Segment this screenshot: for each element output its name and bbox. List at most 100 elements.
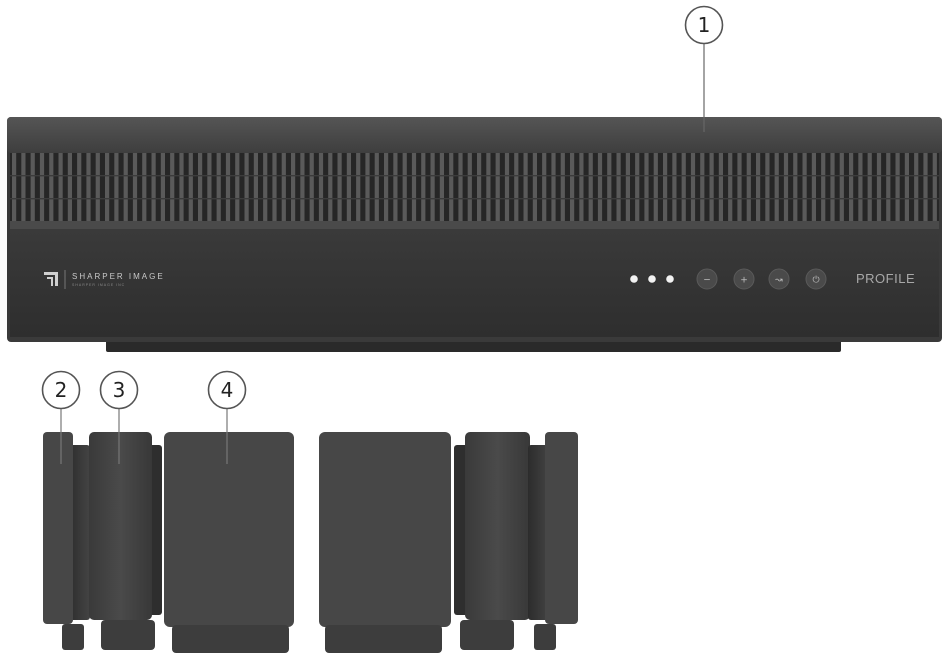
grille-slat bbox=[402, 153, 407, 221]
grille-slat bbox=[923, 153, 928, 221]
grille-slat bbox=[328, 153, 333, 221]
grille-slat bbox=[309, 153, 314, 221]
foot-front-left bbox=[164, 432, 294, 653]
brand-name: SHARPER IMAGE bbox=[72, 272, 165, 281]
plus-icon: + bbox=[740, 276, 748, 286]
grille-slat bbox=[737, 153, 742, 221]
foot-angled-left bbox=[89, 432, 162, 650]
grille-slat bbox=[337, 153, 342, 221]
grille-slat bbox=[663, 153, 668, 221]
grille-slat bbox=[67, 153, 72, 221]
grille-slat bbox=[58, 153, 63, 221]
grille-slat bbox=[142, 153, 147, 221]
grille-slat bbox=[179, 153, 184, 221]
grille-slat bbox=[523, 153, 528, 221]
callout-2: 2 bbox=[41, 370, 81, 464]
grille-slat bbox=[867, 153, 872, 221]
grille-slat bbox=[570, 153, 575, 221]
grille-slat bbox=[932, 153, 937, 221]
foot-front-right bbox=[319, 432, 451, 653]
grille-slat bbox=[188, 153, 193, 221]
power-button[interactable]: ⏻ bbox=[805, 268, 827, 290]
minus-button[interactable]: − bbox=[696, 268, 718, 290]
model-label: PROFILE bbox=[856, 271, 915, 286]
grille-slat bbox=[170, 153, 175, 221]
grille-slat bbox=[681, 153, 686, 221]
grille-slat bbox=[244, 153, 249, 221]
grille-slat bbox=[151, 153, 156, 221]
grille-slat bbox=[876, 153, 882, 221]
grille-slat bbox=[904, 153, 909, 221]
grille-slat bbox=[495, 153, 500, 221]
callout-1-circle bbox=[684, 5, 724, 45]
grille-slat bbox=[123, 153, 128, 221]
grille-slat bbox=[411, 153, 417, 221]
grille-lower-band bbox=[10, 221, 939, 229]
front-panel bbox=[10, 229, 939, 337]
grille-slat bbox=[272, 153, 277, 221]
callout-2-circle bbox=[41, 370, 81, 410]
grille-slat bbox=[690, 153, 696, 221]
grille-slat bbox=[421, 153, 426, 221]
grille-slat bbox=[700, 153, 705, 221]
grille-slat bbox=[597, 153, 603, 221]
grille-slat bbox=[504, 153, 510, 221]
power-icon: ⏻ bbox=[812, 275, 819, 286]
grille-slat bbox=[588, 153, 593, 221]
indicator-lights bbox=[630, 275, 674, 283]
feet-group bbox=[43, 432, 578, 653]
grille-slat bbox=[160, 153, 165, 221]
grille-slat bbox=[783, 153, 789, 221]
indicator-light bbox=[666, 275, 674, 283]
top-band bbox=[7, 117, 942, 153]
grille-slat bbox=[653, 153, 658, 221]
grille bbox=[10, 153, 939, 221]
foot-side-left bbox=[43, 432, 90, 650]
grille-slat bbox=[235, 153, 240, 221]
grille-slat bbox=[709, 153, 714, 221]
grille-slat bbox=[346, 153, 351, 221]
grille-slat bbox=[635, 153, 640, 221]
grille-slat bbox=[253, 153, 258, 221]
grille-slat bbox=[263, 153, 268, 221]
brand-logo: SHARPER IMAGE SHARPER IMAGE INC bbox=[44, 270, 165, 289]
foot-side-right bbox=[528, 432, 578, 650]
grille-slat bbox=[802, 153, 807, 221]
grille-slat bbox=[607, 153, 612, 221]
grille-slat bbox=[384, 153, 389, 221]
indicator-light bbox=[630, 275, 638, 283]
grille-slat bbox=[718, 153, 723, 221]
grille-slat bbox=[616, 153, 621, 221]
grille-slat bbox=[114, 153, 119, 221]
grille-slat bbox=[365, 153, 370, 221]
grille-slat bbox=[21, 153, 26, 221]
grille-divider bbox=[10, 175, 939, 177]
control-buttons: − + ↝ ⏻ bbox=[696, 268, 827, 290]
grille-slat bbox=[105, 153, 110, 221]
grille-slat bbox=[30, 153, 35, 221]
grille-slat bbox=[765, 153, 770, 221]
grille-slat bbox=[300, 153, 305, 221]
grille-slat bbox=[198, 153, 203, 221]
minus-icon: − bbox=[703, 276, 711, 286]
callout-1: 1 bbox=[684, 5, 724, 132]
grille-slat bbox=[625, 153, 630, 221]
grille-slat bbox=[356, 153, 361, 221]
mode-icon: ↝ bbox=[774, 276, 783, 286]
grille-slat bbox=[886, 153, 891, 221]
grille-slat bbox=[12, 153, 17, 221]
plus-button[interactable]: + bbox=[733, 268, 755, 290]
callout-4-circle bbox=[207, 370, 247, 410]
grille-slat bbox=[579, 153, 584, 221]
brand-logo-mark bbox=[44, 272, 58, 286]
grille-slat bbox=[644, 153, 649, 221]
grille-slat bbox=[95, 153, 100, 221]
grille-slat bbox=[393, 153, 398, 221]
grille-slat bbox=[225, 153, 231, 221]
grille-slat bbox=[207, 153, 212, 221]
grille-slat bbox=[542, 153, 547, 221]
grille-slat bbox=[430, 153, 435, 221]
grille-slat bbox=[914, 153, 919, 221]
grille-slat bbox=[532, 153, 537, 221]
mode-button[interactable]: ↝ bbox=[768, 268, 790, 290]
